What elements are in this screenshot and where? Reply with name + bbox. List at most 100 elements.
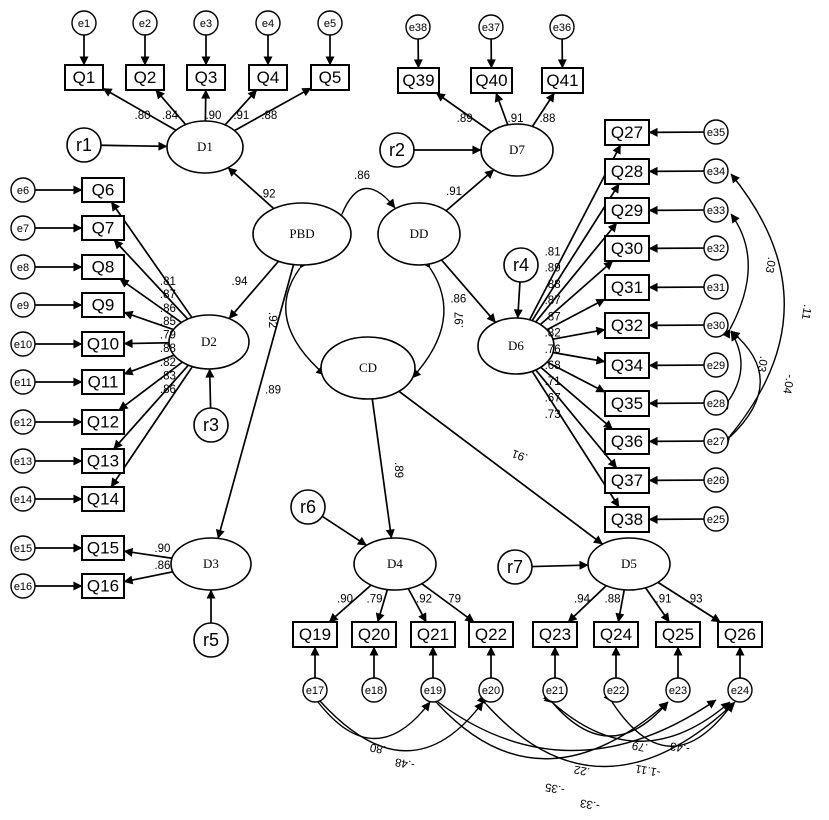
error-e22-label: e22: [607, 685, 625, 697]
coef-CD-D4: .89: [392, 462, 404, 478]
residual-r6-label: r6: [300, 497, 316, 517]
error-e7-shape: [10, 215, 36, 241]
error-e3-shape: [193, 10, 219, 36]
observed-Q20-label: Q20: [358, 625, 390, 644]
error-e12-shape: [10, 409, 36, 435]
latent-D3-shape: [170, 537, 252, 591]
error-e17-shape: [302, 677, 328, 703]
observed-Q13-box: [81, 448, 125, 474]
observed-Q30-label: Q30: [611, 239, 643, 258]
loading-D4-Q22: .79: [445, 593, 461, 605]
path-D2-Q10: [123, 338, 170, 348]
coef-PBD-D2: .94: [232, 276, 249, 288]
path-D2-Q9: [123, 310, 174, 331]
error-e2-label: e2: [139, 18, 151, 30]
path-D6-Q37: [535, 369, 618, 469]
path-CD-D4: [371, 398, 395, 539]
path-PBD-D3: [215, 264, 295, 539]
loading-D2-Q11: .88: [160, 343, 176, 355]
error-e2-shape: [132, 10, 158, 36]
loading-D4-Q20: .79: [367, 593, 383, 605]
error-e10-shape: [10, 331, 36, 357]
latent-D6-shape: [477, 317, 555, 375]
loading-D6-Q35: .68: [545, 360, 561, 372]
error-e9-label: e9: [17, 300, 29, 312]
observed-Q32-label: Q32: [611, 316, 643, 335]
residual-r1-label: r1: [76, 135, 92, 155]
observed-Q8-box: [81, 254, 125, 280]
path-D6-Q36: [540, 366, 614, 430]
latent-D2-shape: [168, 314, 250, 370]
error-e11-label: e11: [14, 377, 32, 389]
loading-D1-Q2: .84: [162, 110, 179, 122]
observed-Q11-box: [81, 369, 125, 395]
cov-e30-e33: [721, 213, 749, 339]
residual-r2-label: r2: [389, 140, 405, 160]
observed-Q38-label: Q38: [611, 510, 643, 529]
error-e25-label: e25: [707, 514, 725, 526]
residual-r5-label: r5: [203, 630, 219, 650]
observed-Q40-box: [470, 67, 513, 94]
loading-D2-Q8: .86: [160, 303, 176, 315]
cov-e19-e23: [427, 693, 669, 760]
observed-Q39-box: [397, 67, 440, 94]
error-e4-label: e4: [262, 18, 274, 30]
observed-Q24-label: Q24: [600, 625, 632, 644]
coef-e22-e24: -1.11: [634, 762, 661, 778]
latent-D2-label: D2: [201, 334, 217, 349]
residual-r7-shape: [497, 549, 533, 585]
observed-Q12-box: [81, 409, 125, 435]
error-e38-label: e38: [409, 22, 427, 34]
observed-Q38-box: [604, 506, 650, 533]
observed-Q36-box: [604, 428, 650, 455]
latent-CD-shape: [320, 336, 416, 400]
observed-Q31-label: Q31: [611, 278, 643, 297]
error-e12-label: e12: [14, 417, 32, 429]
loading-D2-Q9: .85: [160, 316, 176, 328]
error-e1-label: e1: [78, 18, 90, 30]
observed-Q3-label: Q3: [195, 68, 218, 87]
loading-D4-Q19: .90: [337, 593, 353, 605]
loading-D6-Q34: .76: [545, 344, 561, 356]
error-e32-shape: [703, 235, 729, 261]
residual-r3-shape: [193, 407, 229, 443]
path-D1-Q4: [224, 89, 258, 126]
latent-D4-shape: [353, 537, 437, 591]
observed-Q5-box: [310, 64, 350, 91]
path-D5-Q23: [567, 585, 607, 623]
latent-D3-label: D3: [203, 556, 219, 571]
observed-Q6-label: Q6: [92, 180, 115, 199]
loading-D6-Q31: .87: [545, 311, 561, 323]
observed-Q15-label: Q15: [87, 538, 119, 557]
observed-Q25-box: [655, 621, 701, 648]
path-D2-Q13: [113, 364, 190, 450]
residual-r1-shape: [66, 127, 102, 163]
error-e10-label: e10: [14, 339, 32, 351]
observed-Q34-label: Q34: [611, 356, 643, 375]
cov-PBD-CD: [285, 258, 326, 376]
observed-Q10-box: [81, 331, 125, 357]
observed-Q1-label: Q1: [73, 68, 96, 87]
loading-D3-Q16: .86: [154, 560, 170, 572]
error-e28-label: e28: [707, 398, 725, 410]
coef-e27-e34: .11: [799, 303, 813, 320]
path-r3-D2: [205, 368, 215, 409]
residual-r5-shape: [193, 622, 229, 658]
cov-e21-e24: [543, 693, 731, 742]
observed-Q29-label: Q29: [611, 201, 643, 220]
path-D1-Q2: [155, 89, 187, 126]
loading-D7-Q40: .91: [508, 113, 524, 125]
observed-Q41-label: Q41: [546, 71, 578, 90]
loading-D6-Q32: .82: [545, 327, 561, 339]
observed-Q1-box: [64, 64, 104, 91]
residual-r3-label: r3: [203, 415, 219, 435]
error-e15-label: e15: [14, 543, 32, 555]
loading-D1-Q3: .90: [205, 110, 221, 122]
observed-Q24-box: [593, 621, 639, 648]
observed-Q35-box: [604, 390, 650, 417]
latent-DD-label: DD: [410, 226, 429, 241]
path-D6-Q29: [534, 222, 618, 323]
path-D6-Q35: [546, 361, 606, 393]
error-e16-shape: [10, 573, 36, 599]
observed-Q3-box: [186, 64, 226, 91]
